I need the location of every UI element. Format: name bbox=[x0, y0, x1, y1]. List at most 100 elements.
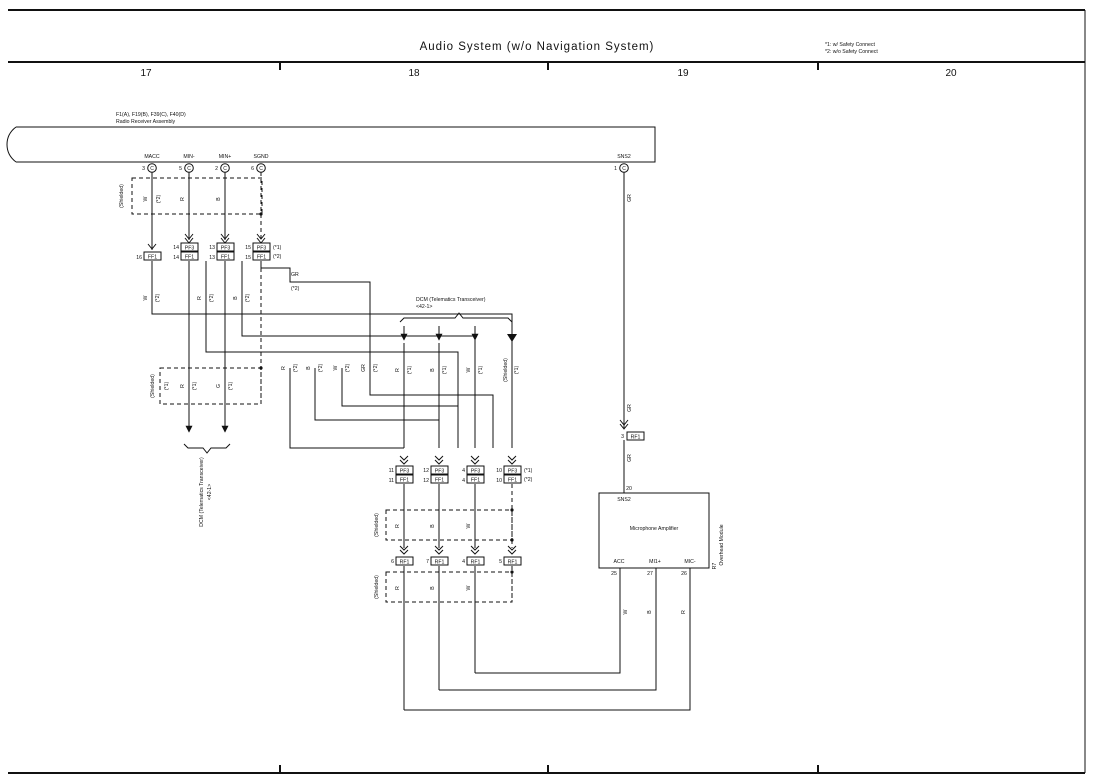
connector-pin: 13 bbox=[209, 245, 215, 251]
connector-id: FF1 bbox=[185, 255, 194, 261]
connector-row-1: 16 FF1 14 PF3 14 FF1 13 PF3 13 FF1 15 PF… bbox=[136, 242, 282, 261]
connector-pin: 13 bbox=[209, 255, 215, 261]
wire-segments bbox=[404, 568, 691, 711]
shield-label: (Shielded) bbox=[374, 513, 380, 537]
connector-pin: 12 bbox=[423, 478, 429, 484]
amp-pin-number: 20 bbox=[626, 486, 632, 492]
wire-note: (*1) bbox=[478, 366, 484, 375]
shield-box bbox=[385, 509, 513, 541]
wire-note: (*1) bbox=[164, 382, 170, 391]
pin-name-min-minus: MIN- bbox=[183, 154, 195, 160]
wire-color: W bbox=[143, 295, 149, 300]
wire-note: (*2) bbox=[209, 294, 215, 303]
connector-id: RF1 bbox=[400, 560, 410, 566]
connector-pin: 16 bbox=[136, 255, 142, 261]
wire-note: (*2) bbox=[245, 294, 251, 303]
pin-name-sgnd: SGND bbox=[254, 154, 269, 160]
shield-label: (Shielded) bbox=[119, 184, 125, 208]
connector-code: C bbox=[187, 166, 191, 172]
amp-pin-number: 26 bbox=[681, 571, 687, 577]
amp-pin-number: 27 bbox=[647, 571, 653, 577]
connector-pin: 10 bbox=[496, 478, 502, 484]
column-number: 18 bbox=[408, 68, 420, 79]
wire-segments bbox=[403, 566, 514, 710]
amp-pin-name: ACC bbox=[614, 559, 625, 565]
connector-id: RF1 bbox=[631, 435, 641, 441]
connector-id: FF1 bbox=[471, 478, 480, 484]
wire-note: (*2) bbox=[318, 364, 324, 373]
overhead-module-box bbox=[598, 492, 710, 569]
connector-row-2: 11 PF3 11 FF1 12 PF3 12 FF1 4 PF3 4 FF1 … bbox=[389, 465, 533, 484]
connector-pin: 11 bbox=[389, 478, 394, 484]
pin-number: 1 bbox=[614, 166, 617, 172]
wire-color: B bbox=[430, 368, 436, 372]
connector-id: PF3 bbox=[435, 469, 445, 475]
radio-name: Radio Receiver Assembly bbox=[116, 119, 176, 125]
wire-note: (*1) bbox=[514, 366, 520, 375]
wire-color: R bbox=[395, 586, 401, 590]
connector-id: FF1 bbox=[400, 478, 409, 484]
wire-segments bbox=[399, 455, 517, 465]
wire-color: R bbox=[395, 368, 401, 372]
wire-color: R bbox=[281, 366, 287, 370]
page-title: Audio System (w/o Navigation System) bbox=[420, 41, 655, 53]
wire-color: R bbox=[180, 197, 186, 201]
pin-terminal: C bbox=[184, 163, 194, 173]
dcm-ref: <42-1> bbox=[416, 304, 432, 310]
connector-id: FF1 bbox=[435, 478, 444, 484]
wire-segments bbox=[619, 172, 629, 493]
wire-color: B bbox=[216, 197, 222, 201]
variant-note: (*1) bbox=[273, 245, 282, 251]
wire-color: GR bbox=[291, 272, 299, 278]
connector-code: C bbox=[622, 166, 626, 172]
connector-id: PF3 bbox=[257, 246, 267, 252]
wire-note: (*2) bbox=[291, 286, 300, 292]
wire-segments bbox=[400, 326, 517, 448]
connector-id: PF3 bbox=[400, 469, 410, 475]
wire-segments bbox=[147, 172, 266, 250]
radio-break-mark bbox=[6, 126, 17, 163]
wire-color: W bbox=[466, 523, 472, 528]
connector-id: PF3 bbox=[471, 469, 481, 475]
wire-color: W bbox=[466, 367, 472, 372]
connector-pin: 6 bbox=[391, 559, 394, 565]
radio-connector-ids: F1(A), F19(B), F39(C), F40(D) bbox=[116, 112, 186, 118]
connector-code: C bbox=[150, 166, 154, 172]
shield-box bbox=[159, 367, 262, 405]
column-number: 20 bbox=[945, 68, 957, 79]
pin-number: 3 bbox=[142, 166, 145, 172]
amp-pin-number: 25 bbox=[611, 571, 617, 577]
connector-row-3: 6 RF1 7 RF1 4 RF1 5 RF1 bbox=[391, 556, 522, 566]
variant-note: (*2) bbox=[524, 477, 533, 483]
wire-note: (*1) bbox=[442, 366, 448, 375]
dcm-brace bbox=[399, 312, 513, 323]
connector-id: FF1 bbox=[148, 255, 157, 261]
connector-pin: 15 bbox=[245, 245, 251, 251]
pin-name-sns2: SNS2 bbox=[617, 154, 631, 160]
connector-id: FF1 bbox=[508, 478, 517, 484]
column-number: 17 bbox=[140, 68, 152, 79]
wire-color: W bbox=[466, 585, 472, 590]
connector-id: FF1 bbox=[221, 255, 230, 261]
wire-color: B bbox=[430, 586, 436, 590]
connector-id: PF3 bbox=[508, 469, 518, 475]
amp-pin-name: MIC- bbox=[684, 559, 696, 565]
wire-note: (*1) bbox=[228, 382, 234, 391]
variant-note: (*2) bbox=[273, 254, 282, 260]
dcm-name: DCM (Telematics Transceiver) bbox=[416, 297, 486, 303]
wire-color: B bbox=[647, 610, 653, 614]
shield-label: (Shielded) bbox=[503, 358, 509, 382]
connector-pin: 5 bbox=[499, 559, 502, 565]
shield-label: (Shielded) bbox=[374, 575, 380, 599]
connector-id: PF3 bbox=[221, 246, 231, 252]
connector-pin: 4 bbox=[462, 468, 465, 474]
frame bbox=[8, 9, 1086, 774]
module-name: Overhead Module bbox=[719, 524, 725, 565]
wire-color: G bbox=[216, 384, 222, 388]
wire-color: GR bbox=[627, 404, 633, 412]
pin-number: 2 bbox=[215, 166, 218, 172]
connector-pin: 10 bbox=[496, 468, 502, 474]
connector-pin: 4 bbox=[462, 478, 465, 484]
wire-color: GR bbox=[627, 194, 633, 202]
wire-color: B bbox=[430, 524, 436, 528]
